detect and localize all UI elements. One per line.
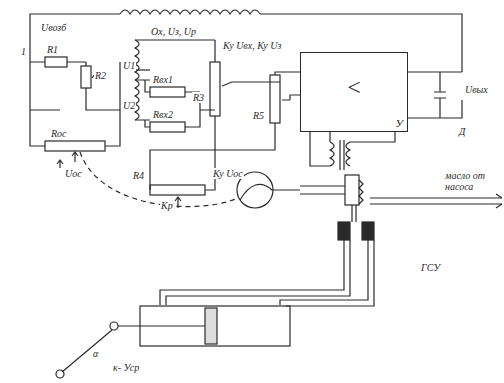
crank: [62, 330, 112, 372]
wire: [135, 40, 215, 127]
joint: [110, 322, 118, 330]
pipe: [280, 240, 374, 306]
arrow: [496, 194, 502, 208]
wire: [135, 70, 150, 100]
spring: [359, 180, 363, 204]
oil-pipe: [370, 198, 502, 204]
wire: [150, 72, 300, 190]
pivot: [56, 370, 64, 378]
resistor-symbol: [45, 141, 105, 151]
pipe: [160, 240, 350, 305]
amplifier-symbol: <: [301, 75, 407, 99]
slider-arrow: [72, 152, 78, 162]
schematic-label: U1: [122, 60, 136, 71]
valve-rod: [300, 186, 345, 194]
schematic-label: Кр: [160, 200, 174, 211]
resistor-symbol: [150, 122, 185, 132]
wire: [145, 80, 150, 127]
schematic-label: R5: [252, 110, 265, 121]
schematic-label: Uос: [64, 168, 83, 179]
amplifier-box: <У: [300, 52, 408, 132]
schematic-label: к- Уср: [112, 362, 140, 373]
schematic-label: Rос: [50, 128, 68, 139]
valve-body: [345, 175, 359, 205]
wire: [408, 72, 462, 118]
schematic-label: Uвозб: [40, 22, 67, 33]
piston-rod: [118, 325, 205, 326]
schematic-label: U2: [122, 100, 136, 111]
wire: [30, 44, 120, 146]
resistor-symbol: [81, 66, 91, 88]
schematic-label: R1: [46, 44, 59, 55]
schematic-label: Д: [458, 126, 466, 137]
valve-stem: [352, 205, 356, 222]
schematic-label: α: [92, 348, 99, 359]
schematic-label: масло от насоса: [444, 170, 500, 192]
resistor-symbol: [210, 62, 220, 116]
feedback-link: [80, 152, 238, 207]
schematic-label: Ку Uвх, Ку Uз: [222, 40, 282, 51]
part-name: У: [396, 117, 403, 129]
schematic-label: Ох, Uз, Uр: [150, 26, 197, 37]
schematic-label: Ку Uос: [212, 168, 244, 179]
schematic-label: 1: [20, 46, 27, 57]
capacitor-symbol: [434, 92, 446, 98]
valve-block: [362, 222, 374, 240]
wire: [30, 14, 120, 44]
schematic-label: R2: [94, 70, 107, 81]
transformer-symbol: [310, 132, 395, 170]
coil-symbol: [120, 10, 260, 14]
slider-arrow: [222, 82, 280, 86]
schematic-label: R3: [192, 92, 205, 103]
valve-block: [338, 222, 350, 240]
schematic-label: Uвых: [464, 84, 489, 95]
arrow: [57, 160, 63, 168]
resistor-symbol: [150, 185, 205, 195]
schematic-label: Rвх2: [152, 109, 174, 120]
cam: [240, 184, 300, 200]
piston: [205, 308, 217, 344]
resistor-symbol: [45, 57, 67, 67]
schematic-label: R4: [132, 170, 145, 181]
resistor-symbol: [270, 75, 280, 123]
schematic-label: ГСУ: [420, 262, 441, 273]
resistor-symbol: [150, 87, 185, 97]
schematic-label: Rвх1: [152, 74, 174, 85]
